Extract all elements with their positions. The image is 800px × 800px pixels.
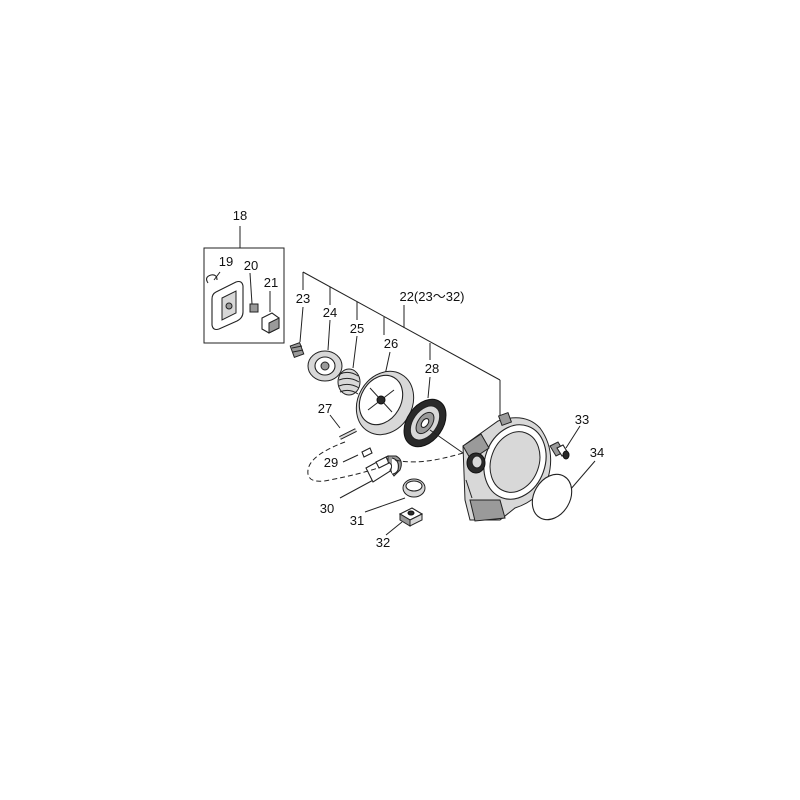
spring-25 — [337, 368, 361, 396]
callout-29: 29 — [324, 455, 338, 470]
callout-19: 19 — [219, 254, 233, 269]
callout-25: 25 — [350, 321, 364, 336]
pin-27 — [329, 414, 357, 440]
bolt-33 — [549, 425, 581, 460]
bushing-31 — [364, 478, 426, 513]
callout-26: 26 — [384, 336, 398, 351]
callout-22: 22(23～32) — [399, 289, 464, 304]
callout-20: 20 — [244, 258, 258, 273]
callout-34: 34 — [590, 445, 604, 460]
handle-30 — [339, 455, 402, 499]
reel-26 — [355, 370, 415, 436]
callout-21: 21 — [264, 275, 278, 290]
callout-33: 33 — [575, 412, 589, 427]
callout-27: 27 — [318, 401, 332, 416]
callout-28: 28 — [425, 361, 439, 376]
assembly-18 — [203, 226, 285, 344]
nut-32 — [385, 507, 424, 536]
callout-23: 23 — [296, 291, 310, 306]
ratchet-24 — [307, 350, 343, 382]
pawl-29 — [342, 447, 373, 463]
starter-housing — [429, 411, 552, 522]
spring-20 — [249, 303, 259, 313]
callout-24: 24 — [323, 305, 337, 320]
callout-32: 32 — [376, 535, 390, 550]
callout-31: 31 — [350, 513, 364, 528]
rope-dashed — [307, 441, 464, 482]
bracket-22 — [299, 271, 501, 420]
callout-30: 30 — [320, 501, 334, 516]
o-ring-34 — [531, 460, 596, 521]
callout-18: 18 — [233, 208, 247, 223]
clip-19 — [206, 274, 218, 284]
screw-23 — [289, 342, 305, 358]
